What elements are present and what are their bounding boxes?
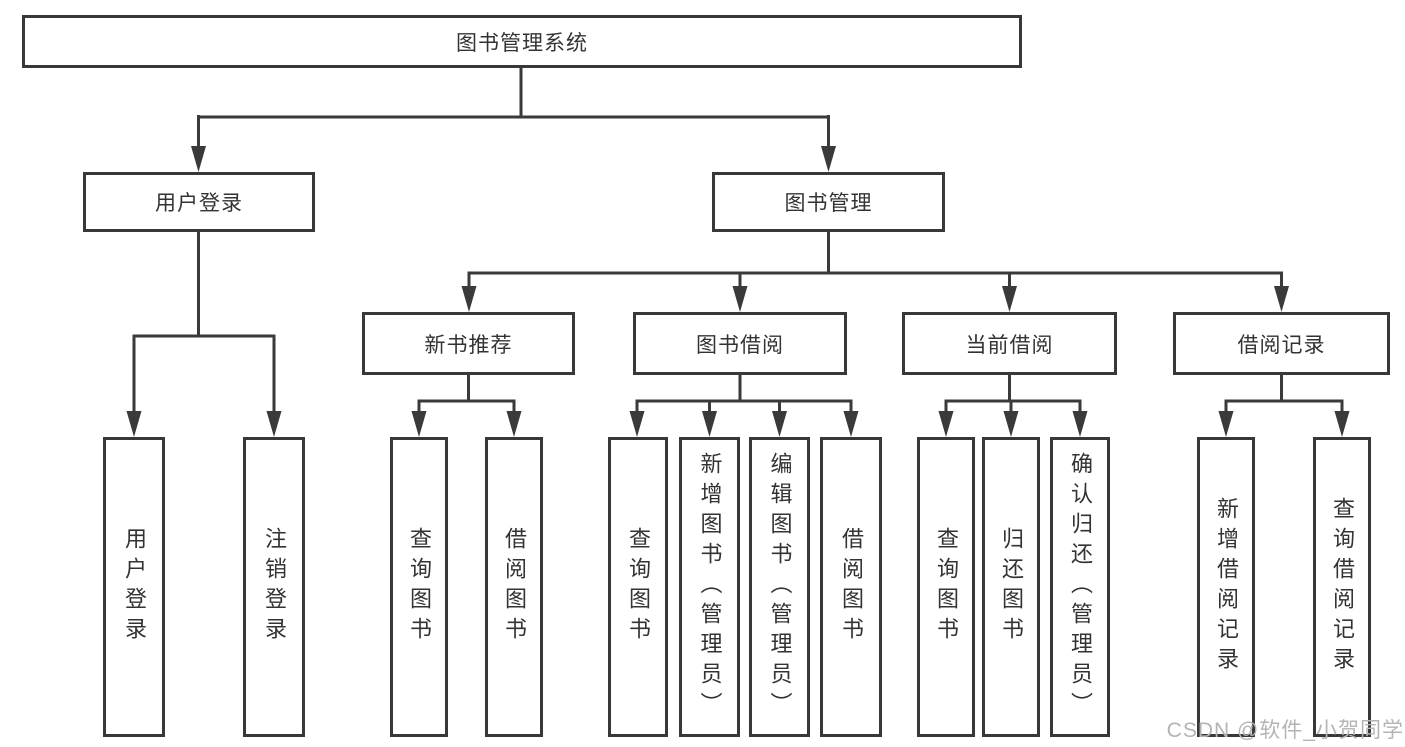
leaf-label: 注销登录 (262, 527, 287, 647)
node-label: 用户登录 (155, 192, 243, 215)
leaf-query-books-recommend: 查询图书 (390, 437, 448, 737)
leaf-confirm-return-admin: 确认归还（管理员） (1050, 437, 1110, 737)
leaf-borrow-books: 借阅图书 (820, 437, 882, 737)
leaf-label: 编辑图书（管理员） (767, 452, 793, 722)
node-book-borrowing: 图书借阅 (633, 312, 847, 375)
leaf-label: 确认归还（管理员） (1068, 452, 1093, 722)
node-label: 新书推荐 (424, 333, 513, 357)
leaf-label: 查询图书 (626, 527, 651, 647)
leaf-label: 新增图书（管理员） (697, 452, 723, 722)
leaf-return-book: 归还图书 (982, 437, 1040, 737)
leaf-query-borrow-record: 查询借阅记录 (1313, 437, 1371, 737)
leaf-label: 借阅图书 (839, 527, 864, 647)
node-label: 图书管理 (784, 192, 873, 215)
node-user-login: 用户登录 (83, 172, 315, 232)
leaf-label: 查询借阅记录 (1330, 497, 1355, 677)
leaf-label: 查询图书 (407, 527, 432, 647)
leaf-label: 查询图书 (934, 527, 959, 647)
node-new-book-recommend: 新书推荐 (362, 312, 575, 375)
leaf-borrow-books-recommend: 借阅图书 (485, 437, 543, 737)
node-root-library-system: 图书管理系统 (22, 15, 1022, 68)
leaf-label: 新增借阅记录 (1214, 497, 1239, 677)
leaf-label: 借阅图书 (502, 527, 527, 647)
leaf-add-book-admin: 新增图书（管理员） (679, 437, 740, 737)
node-book-management: 图书管理 (712, 172, 945, 232)
node-label: 当前借阅 (965, 333, 1054, 357)
node-label: 借阅记录 (1237, 333, 1326, 357)
csdn-watermark: CSDN @软件_小贺同学 (1166, 719, 1404, 742)
leaf-logout: 注销登录 (243, 437, 305, 737)
leaf-edit-book-admin: 编辑图书（管理员） (749, 437, 810, 737)
node-label: 图书管理系统 (456, 31, 588, 55)
leaf-label: 归还图书 (999, 527, 1024, 647)
leaf-add-borrow-record: 新增借阅记录 (1197, 437, 1255, 737)
node-label: 图书借阅 (696, 333, 784, 357)
node-current-borrowing: 当前借阅 (902, 312, 1117, 375)
leaf-user-login: 用户登录 (103, 437, 165, 737)
leaf-label: 用户登录 (122, 527, 147, 647)
node-borrowing-records: 借阅记录 (1173, 312, 1390, 375)
leaf-query-books-borrow: 查询图书 (608, 437, 668, 737)
arrowheads (126, 146, 1350, 437)
leaf-query-books-current: 查询图书 (917, 437, 975, 737)
